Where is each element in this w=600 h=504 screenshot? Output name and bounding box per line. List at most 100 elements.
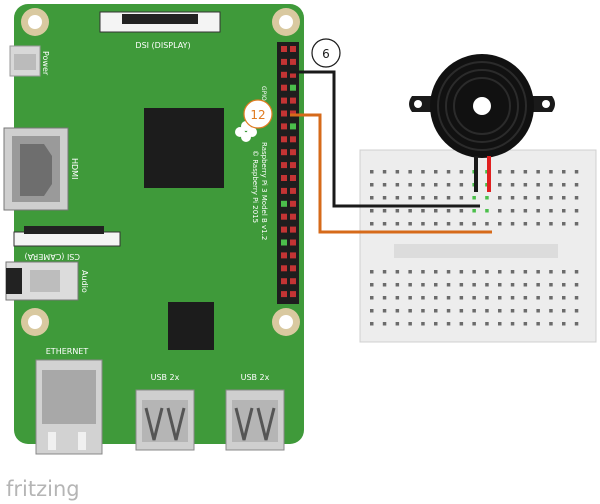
breadboard-hole — [408, 270, 412, 274]
ethernet-label: ETHERNET — [46, 347, 89, 356]
breadboard-hole — [434, 322, 438, 326]
gpio-pin — [281, 291, 287, 298]
gpio-pin — [281, 58, 287, 65]
csi-label: CSI (CAMERA) — [24, 252, 80, 261]
breadboard-hole — [408, 309, 412, 313]
gpio-pin — [290, 71, 296, 78]
breadboard-hole — [421, 296, 425, 300]
breadboard-hole — [459, 296, 464, 300]
breadboard-hole — [395, 196, 400, 200]
breadboard-hole — [485, 296, 489, 300]
breadboard-hole — [434, 209, 438, 213]
lan-chip — [168, 302, 214, 350]
breadboard-hole — [459, 183, 464, 187]
gpio-pin — [290, 278, 296, 285]
hdmi-port — [3, 127, 69, 211]
breadboard-hole — [498, 170, 502, 174]
gpio-pin — [290, 265, 296, 272]
breadboard-hole — [382, 309, 387, 313]
breadboard-hole — [472, 222, 476, 226]
pin12-marker: 12 — [243, 99, 273, 129]
breadboard-hole — [472, 196, 476, 200]
breadboard-hole — [523, 209, 528, 213]
csi-connector — [13, 226, 121, 247]
breadboard-hole — [549, 196, 553, 200]
usb-label-1: USB 2x — [151, 373, 180, 382]
breadboard-hole — [574, 309, 579, 313]
breadboard-hole — [510, 222, 515, 226]
gpio-pin — [290, 58, 296, 65]
breadboard-hole — [549, 270, 553, 274]
gpio-pin — [281, 265, 287, 272]
breadboard-hole — [408, 283, 412, 287]
breadboard-hole — [562, 283, 566, 287]
breadboard-hole — [510, 296, 515, 300]
breadboard-hole — [472, 283, 476, 287]
breadboard-hole — [382, 296, 387, 300]
gpio-pin — [290, 84, 296, 91]
breadboard-hole — [446, 296, 451, 300]
fritzing-logo: fritzing — [6, 477, 80, 501]
breadboard-hole — [498, 196, 502, 200]
gpio-pin — [281, 252, 287, 259]
breadboard-hole — [523, 196, 528, 200]
breadboard-hole — [434, 270, 438, 274]
dsi-label: DSI (DISPLAY) — [135, 41, 190, 50]
breadboard-hole — [459, 196, 464, 200]
gpio-pin — [290, 200, 296, 207]
gpio-pin — [281, 175, 287, 181]
breadboard-hole — [562, 170, 566, 174]
breadboard-hole — [523, 170, 528, 174]
breadboard-hole — [536, 222, 540, 226]
gpio-label: GPIO — [260, 86, 267, 101]
raspberry-pi-board: DSI (DISPLAY) Power HDMI CSI (CAMERA) Au… — [3, 4, 304, 455]
breadboard-hole — [446, 183, 451, 187]
breadboard-hole — [459, 222, 464, 226]
breadboard-hole — [523, 283, 528, 287]
breadboard-hole — [446, 209, 451, 213]
breadboard-hole — [421, 196, 425, 200]
breadboard-hole — [421, 309, 425, 313]
breadboard-hole — [510, 270, 515, 274]
breadboard-hole — [434, 283, 438, 287]
breadboard-hole — [421, 209, 425, 213]
breadboard-hole — [549, 283, 553, 287]
breadboard-hole — [434, 183, 438, 187]
breadboard-hole — [395, 322, 400, 326]
breadboard-hole — [549, 209, 553, 213]
gpio-pin — [281, 213, 287, 220]
gpio-pin — [281, 226, 287, 233]
gpio-pin — [281, 187, 287, 194]
gpio-pin — [281, 239, 287, 246]
breadboard-hole — [446, 170, 451, 174]
breadboard-hole — [485, 283, 489, 287]
breadboard-hole — [459, 209, 464, 213]
breadboard-hole — [485, 196, 489, 200]
breadboard-hole — [421, 283, 425, 287]
breadboard-hole — [574, 209, 579, 213]
dsi-connector — [99, 11, 221, 33]
breadboard-hole — [574, 170, 579, 174]
breadboard-hole — [549, 170, 553, 174]
breadboard-hole — [459, 170, 464, 174]
breadboard-hole — [382, 222, 387, 226]
breadboard-hole — [536, 283, 540, 287]
gpio-pin — [290, 213, 296, 220]
gpio-pin — [290, 149, 296, 156]
breadboard-hole — [459, 283, 464, 287]
breadboard-hole — [523, 183, 528, 187]
gpio-pin — [281, 84, 287, 91]
breadboard-hole — [562, 196, 566, 200]
breadboard-hole — [498, 309, 502, 313]
breadboard-hole — [562, 270, 566, 274]
hdmi-label: HDMI — [70, 158, 79, 179]
pin12-label: 12 — [250, 108, 265, 122]
piezo-buzzer — [409, 54, 555, 192]
breadboard-hole — [472, 322, 476, 326]
breadboard-hole — [536, 309, 540, 313]
breadboard-hole — [446, 309, 451, 313]
breadboard-hole — [574, 196, 579, 200]
breadboard-hole — [408, 196, 412, 200]
power-label: Power — [41, 51, 50, 76]
breadboard-hole — [498, 270, 502, 274]
